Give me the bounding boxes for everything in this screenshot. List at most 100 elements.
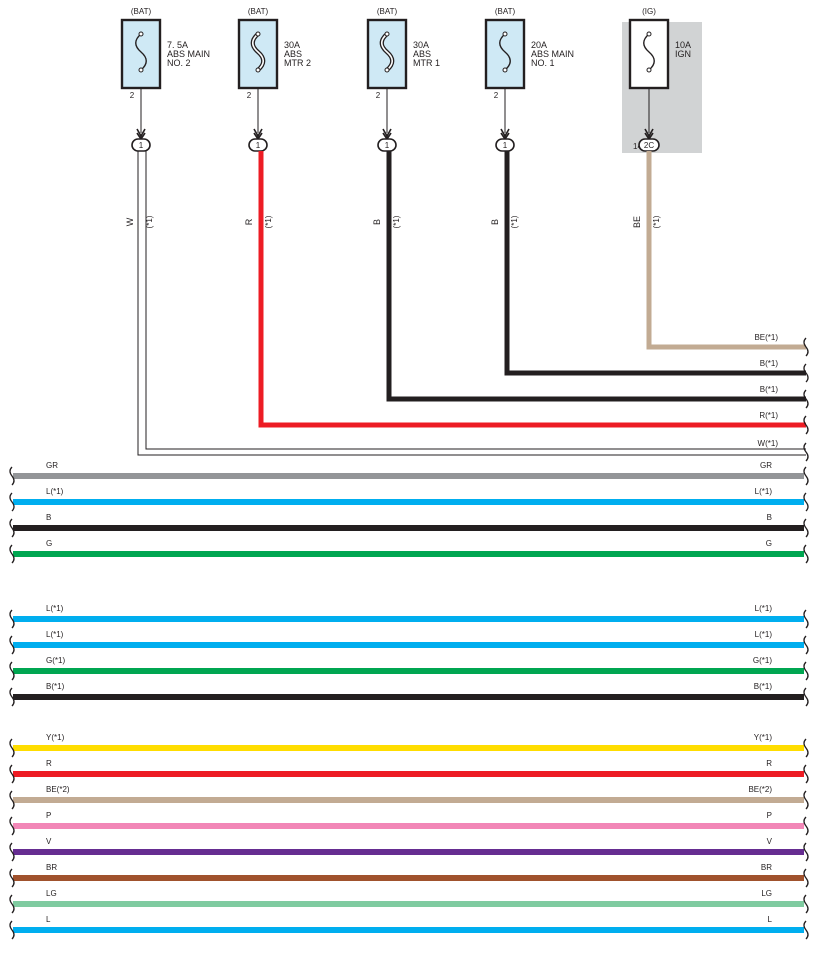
- wire-color-label: B: [372, 219, 382, 225]
- wire-break-icon: [803, 920, 809, 940]
- wire-left-label: B(*1): [46, 682, 65, 691]
- fuse-name-line: NO. 2: [167, 58, 191, 68]
- fuse-element-icon: [499, 33, 511, 71]
- wire-end-label: R(*1): [759, 411, 778, 420]
- fuse-terminal-icon: [502, 67, 508, 73]
- wire-right-label: L(*1): [755, 630, 773, 639]
- wire-break-icon: [803, 894, 809, 914]
- wire-left-label: R: [46, 759, 52, 768]
- fuse-wire: [504, 151, 806, 376]
- wire-break-icon: [9, 518, 15, 538]
- wire-right-label: R: [766, 759, 772, 768]
- wire-break-icon: [803, 842, 809, 862]
- fuse-terminal-icon: [138, 31, 144, 37]
- wire-right-label: BE(*2): [748, 785, 772, 794]
- wire-right-label: B(*1): [754, 682, 773, 691]
- fuse-element-icon-core: [251, 33, 265, 71]
- fuse-name-line: MTR 1: [413, 58, 440, 68]
- fuse-terminal-icon: [138, 67, 144, 73]
- wire-right-label: L: [768, 915, 773, 924]
- wire-break-icon: [9, 466, 15, 486]
- wire-right-label: LG: [761, 889, 772, 898]
- wire-right-label: P: [767, 811, 772, 820]
- fuse-source-label: (BAT): [495, 7, 516, 16]
- fuse-terminal-icon: [646, 67, 652, 73]
- fuse-pin-number: 2: [247, 91, 252, 100]
- fuse-wire: [646, 151, 806, 350]
- fuse-source-label: (BAT): [248, 7, 269, 16]
- fuse-name-line: ABS: [284, 49, 302, 59]
- fuse-wire-white-outer: [137, 151, 806, 456]
- wire-end-label: W(*1): [758, 439, 779, 448]
- wire-color-label: BE: [632, 216, 642, 228]
- connector-number: 2C: [644, 141, 654, 150]
- connector-number: 1: [139, 141, 144, 150]
- connector-pill: [131, 138, 151, 152]
- wire-break-icon: [9, 544, 15, 564]
- wire-break-icon: [803, 790, 809, 810]
- wire-break-icon: [803, 816, 809, 836]
- wire-end-label: B(*1): [760, 359, 779, 368]
- wire-left-label: V: [46, 837, 52, 846]
- wire-left-label: L: [46, 915, 51, 924]
- wire-break-icon: [803, 868, 809, 888]
- fuse-pin-number: 14: [633, 142, 642, 151]
- fuse-terminal-icon: [384, 31, 390, 37]
- fuse-box: [628, 18, 670, 90]
- fuse-wire: [258, 151, 806, 428]
- wire-color-label: R: [244, 218, 254, 225]
- wire-left-label: G: [46, 539, 52, 548]
- fuse-rating: 10A: [675, 40, 691, 50]
- wire-left-label: P: [46, 811, 51, 820]
- wire-break-icon: [803, 738, 809, 758]
- wire-break-icon: [803, 609, 809, 629]
- wire-note-label: (*1): [392, 215, 401, 228]
- wire-break-icon: [803, 442, 809, 462]
- fuse-source-label: (BAT): [377, 7, 398, 16]
- wire-break-icon: [9, 894, 15, 914]
- fuse-rating: 30A: [284, 40, 300, 50]
- fuse-element-icon-core: [380, 33, 394, 71]
- fuse-wire-white-inner: [145, 151, 806, 450]
- fuse-name-line: ABS MAIN: [531, 49, 574, 59]
- wire-left-label: L(*1): [46, 630, 64, 639]
- wire-color-label: B: [490, 219, 500, 225]
- fuse-name-line: ABS: [413, 49, 431, 59]
- wire-note-label: (*1): [510, 215, 519, 228]
- wire-right-label: G(*1): [753, 656, 772, 665]
- fuse-element-icon: [643, 33, 655, 71]
- wire-left-label: GR: [46, 461, 58, 470]
- fuse-box: [484, 18, 526, 90]
- connector-number: 1: [503, 141, 508, 150]
- fuse-name-line: IGN: [675, 49, 691, 59]
- wire-break-icon: [9, 661, 15, 681]
- wire-break-icon: [9, 492, 15, 512]
- wire-right-label: BR: [761, 863, 772, 872]
- wire-break-icon: [9, 764, 15, 784]
- fuse-source-label: (IG): [642, 7, 656, 16]
- wire-break-icon: [9, 790, 15, 810]
- wire-break-icon: [803, 687, 809, 707]
- wire-break-icon: [803, 363, 809, 383]
- wire-left-label: Y(*1): [46, 733, 65, 742]
- connector-pill: [248, 138, 268, 152]
- wire-break-icon: [9, 920, 15, 940]
- wire-break-icon: [803, 389, 809, 409]
- wire-note-label: (*1): [652, 215, 661, 228]
- wire-break-icon: [803, 764, 809, 784]
- wire-end-label: B(*1): [760, 385, 779, 394]
- wire-left-label: L(*1): [46, 487, 64, 496]
- wire-break-icon: [9, 635, 15, 655]
- connector-number: 1: [385, 141, 390, 150]
- wire-right-label: B: [767, 513, 772, 522]
- wire-left-label: LG: [46, 889, 57, 898]
- fuse-name-line: MTR 2: [284, 58, 311, 68]
- fuse-rating: 20A: [531, 40, 547, 50]
- fuse-terminal-icon: [646, 31, 652, 37]
- fuse-pin-number: 2: [494, 91, 499, 100]
- wire-break-icon: [803, 466, 809, 486]
- fuse-pin-number: 2: [130, 91, 135, 100]
- fuse-rating: 30A: [413, 40, 429, 50]
- wire-break-icon: [9, 842, 15, 862]
- wire-break-icon: [803, 415, 809, 435]
